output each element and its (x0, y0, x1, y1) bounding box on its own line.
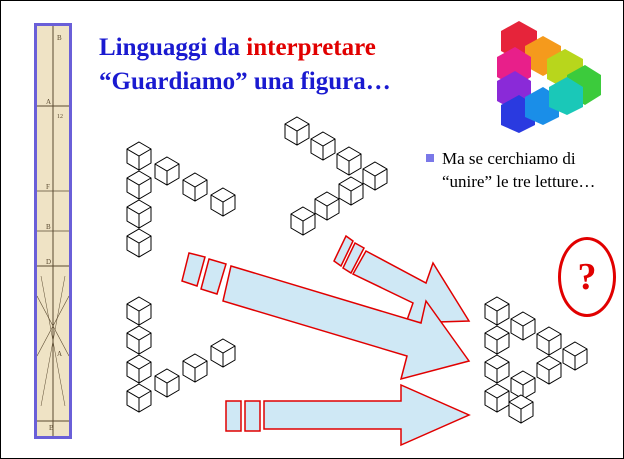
title-line-1: Linguaggi da interpretare (99, 31, 479, 65)
title-line-2: “Guardiamo” una figura… (99, 68, 391, 95)
arrow-middle (181, 252, 471, 381)
arrow-bottom (225, 383, 471, 447)
cube-group-l-shape (126, 141, 236, 258)
question-mark-badge: ? (558, 237, 616, 317)
bullet-square-icon (426, 154, 434, 162)
question-mark: ? (577, 256, 597, 298)
strip-mark: A (46, 98, 51, 106)
slide-title: Linguaggi da interpretare “Guardiamo” un… (99, 31, 479, 99)
colored-cubes-icon (497, 21, 601, 133)
strip-mark: A (57, 350, 62, 358)
ruler-drawing: B A 12 F B D A B (37, 26, 69, 436)
strip-mark: 12 (57, 114, 63, 120)
cube-group-staircase (284, 116, 388, 236)
title-prefix: Linguaggi da (99, 34, 247, 61)
strip-mark: F (46, 183, 50, 191)
strip-mark: B (57, 34, 62, 42)
ruler-illustration: B A 12 F B D A B (34, 23, 72, 439)
arrow-top (333, 234, 471, 324)
cube-group-corner (126, 296, 236, 413)
bullet-text: Ma se cerchiamo di “unire” le tre lettur… (442, 149, 596, 191)
bullet-point: Ma se cerchiamo di “unire” le tre lettur… (426, 147, 606, 193)
strip-mark: B (46, 223, 51, 231)
strip-mark: D (46, 258, 51, 266)
strip-mark: B (49, 424, 54, 432)
cube-group-combined (484, 296, 588, 424)
title-highlight: interpretare (246, 34, 376, 61)
